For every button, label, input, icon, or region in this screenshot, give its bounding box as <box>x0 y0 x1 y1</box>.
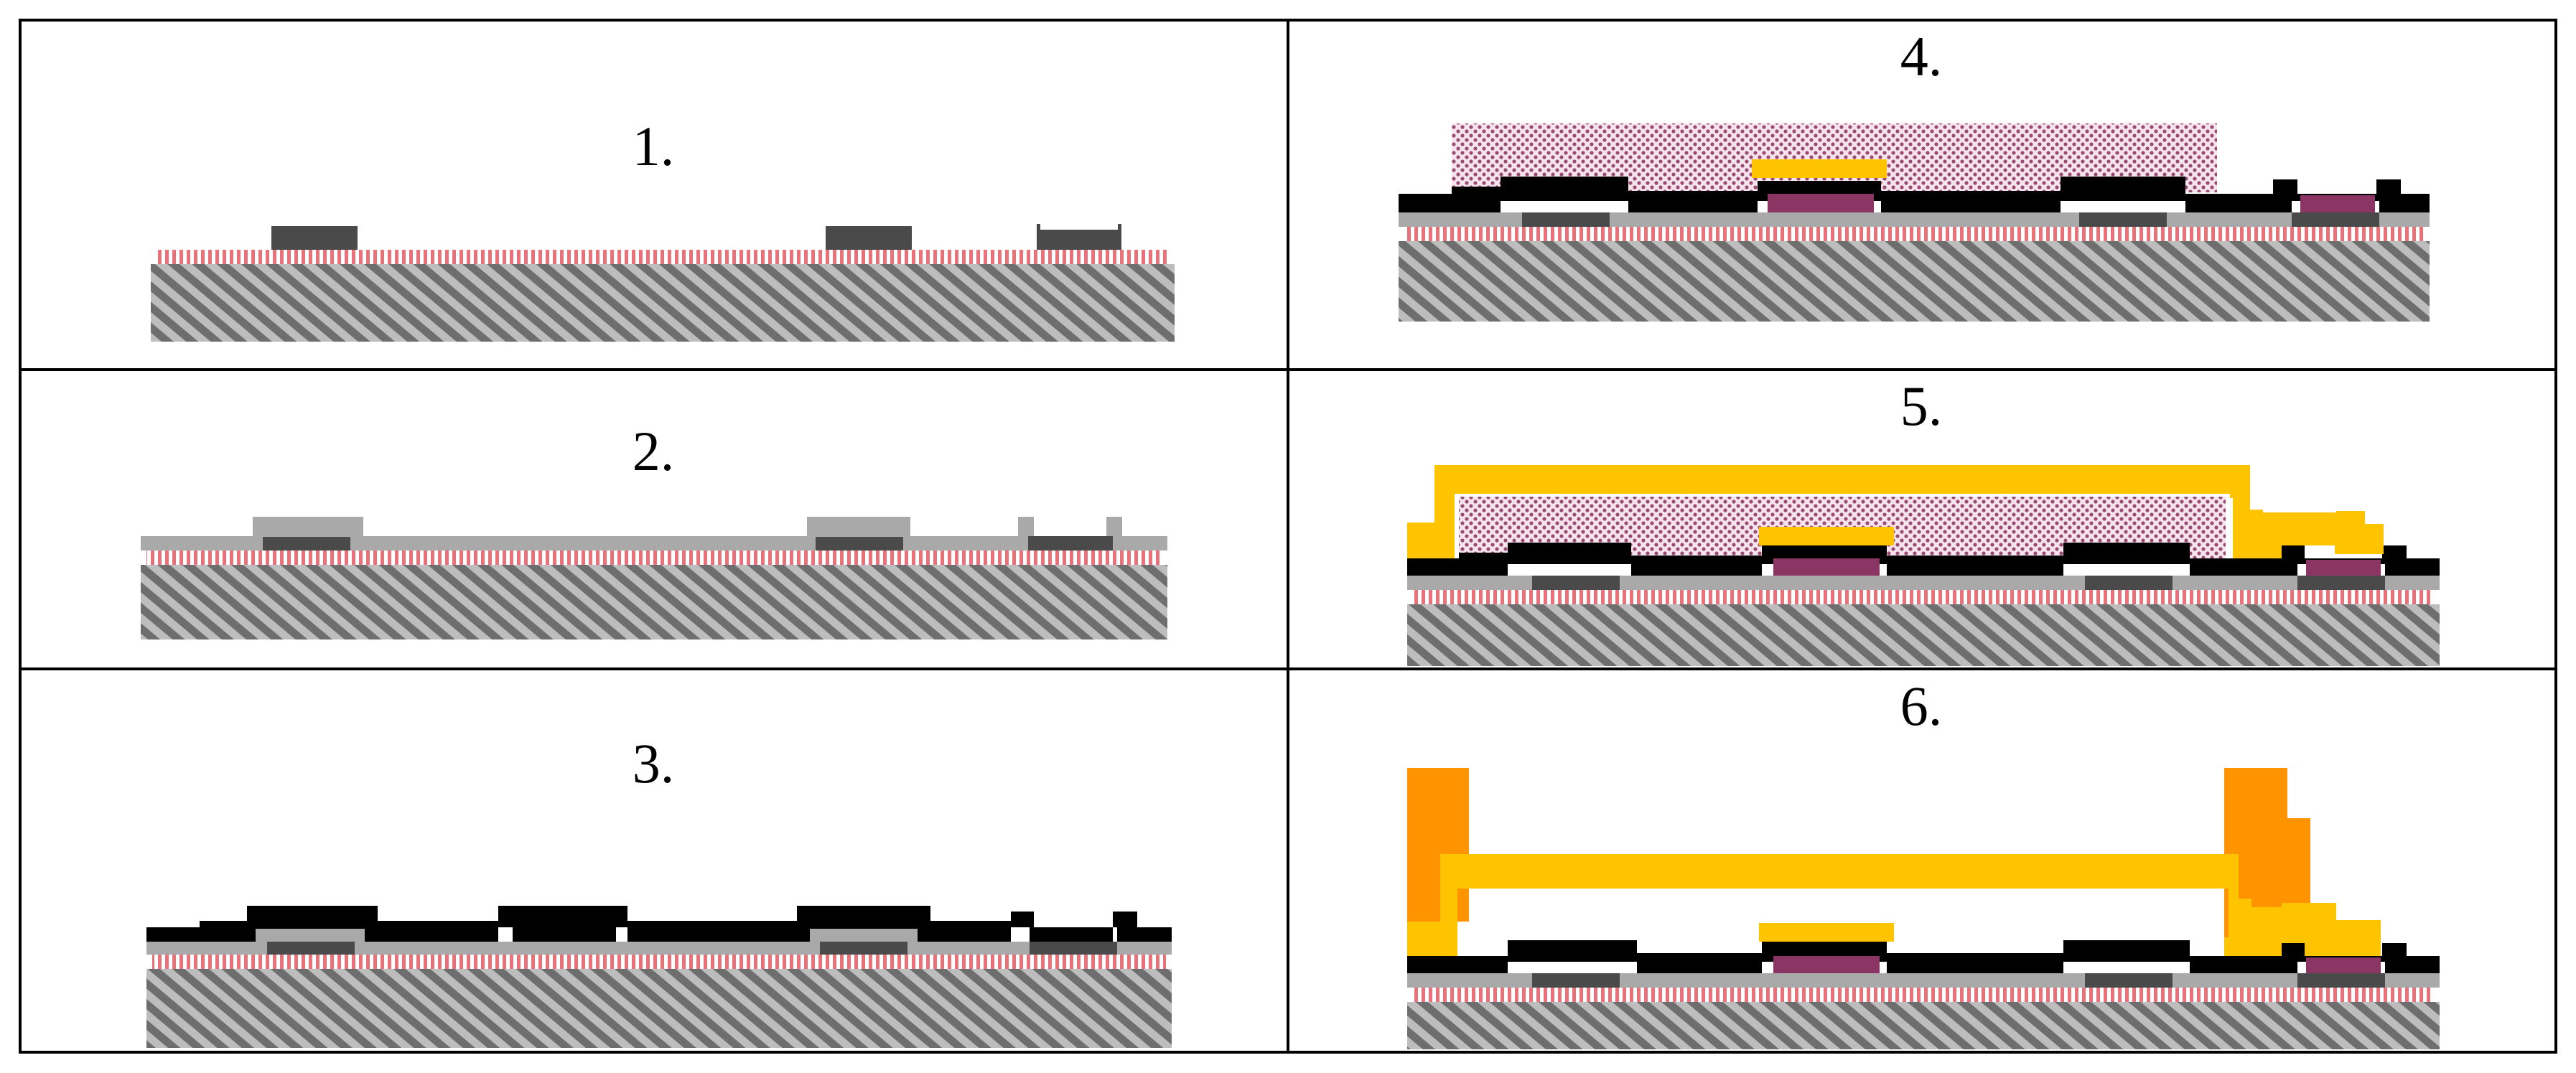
electrode <box>1532 576 1620 590</box>
anchor-post-right <box>2224 768 2310 937</box>
oxide-post <box>1106 517 1122 536</box>
barrier-layer <box>1413 590 2434 604</box>
contact-pad <box>2306 560 2381 576</box>
step-label-6: 6. <box>1900 675 1943 737</box>
anchor-inner <box>1440 884 1457 922</box>
substrate <box>1407 1002 2440 1049</box>
barrier-layer <box>152 955 1166 969</box>
metal-pad <box>1759 527 1894 545</box>
metal-pad <box>1752 159 1887 178</box>
oxide-bump <box>253 517 363 536</box>
oxide-layer <box>1407 973 2440 988</box>
metal-pad <box>1759 923 1894 942</box>
substrate <box>151 264 1175 342</box>
oxide-layer <box>146 942 1172 955</box>
electrode <box>820 942 907 955</box>
substrate <box>141 565 1167 639</box>
electrode <box>2085 973 2173 988</box>
electrode <box>2085 576 2173 590</box>
substrate <box>146 969 1172 1048</box>
anchor-post-left <box>1407 768 1469 922</box>
electrode <box>826 226 912 250</box>
contact-pad <box>1768 194 1874 212</box>
oxide-post <box>1018 517 1034 536</box>
electrode <box>1522 212 1610 227</box>
electrode <box>1532 973 1620 988</box>
substrate <box>1407 604 2440 666</box>
barrier-layer <box>1404 227 2424 241</box>
electrode <box>1030 942 1117 955</box>
step-label-3: 3. <box>633 732 675 795</box>
metal-step <box>2263 512 2338 545</box>
electrode <box>1037 230 1121 250</box>
nitride-layer <box>1407 940 2440 973</box>
electrode <box>816 537 903 550</box>
contact-pad <box>2306 957 2381 973</box>
barrier-layer <box>1413 988 2434 1002</box>
metal-bridge <box>1407 465 2384 558</box>
metal-step <box>2224 903 2381 956</box>
electrode <box>2292 212 2379 227</box>
electrode <box>2079 212 2167 227</box>
panel-step-5: 5. <box>1407 375 2440 666</box>
barrier-layer <box>146 550 1162 565</box>
panel-step-1: 1. <box>151 115 1175 342</box>
nitride-layer <box>1407 543 2440 576</box>
nitride-layer <box>146 906 1172 942</box>
substrate <box>1399 241 2430 322</box>
contact-pad <box>1773 558 1880 576</box>
oxide-bump <box>807 517 910 536</box>
step-label-1: 1. <box>633 115 675 177</box>
nitride-layer <box>1399 177 2430 212</box>
oxide-bump <box>810 929 918 942</box>
panel-step-2: 2. <box>141 420 1167 639</box>
contact-pad <box>2300 195 2375 212</box>
step-label-5: 5. <box>1900 375 1943 437</box>
bridge-beam <box>1440 854 2239 889</box>
electrode <box>2297 576 2385 590</box>
step-label-4: 4. <box>1900 25 1943 88</box>
panel-step-6: 6. <box>1407 675 2440 1049</box>
electrode <box>2297 973 2385 988</box>
oxide-bump <box>256 929 365 942</box>
electrode <box>271 226 358 250</box>
electrode <box>267 942 355 955</box>
step-label-2: 2. <box>633 420 675 482</box>
oxide-layer <box>1399 212 2430 227</box>
electrode-edge <box>1118 224 1121 230</box>
contact-pad <box>1773 956 1880 973</box>
electrode-edge <box>1037 224 1040 230</box>
electrode <box>263 537 350 550</box>
panel-step-4: 4. <box>1399 25 2430 322</box>
panel-step-3: 3. <box>146 732 1172 1048</box>
oxide-layer <box>1407 576 2440 590</box>
metal-step <box>2335 524 2384 554</box>
barrier-layer <box>157 250 1169 264</box>
electrode <box>1028 536 1113 550</box>
oxide-layer <box>141 536 1167 550</box>
